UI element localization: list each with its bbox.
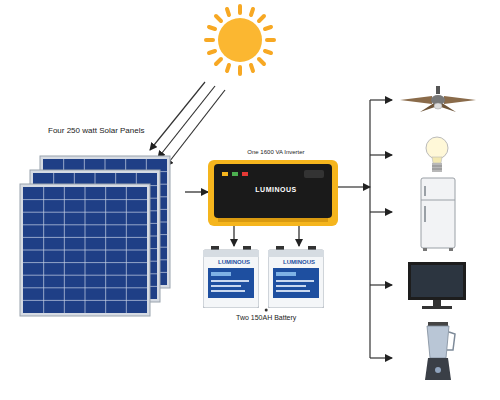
battery-node: LUMINOUS xyxy=(203,246,265,308)
part-label: Two 150AH Battery xyxy=(236,314,296,321)
brand-name: LUMINOUS xyxy=(208,186,344,193)
battery-body xyxy=(268,246,324,308)
solar-panel-array xyxy=(10,126,185,322)
blender xyxy=(425,322,455,380)
inverter-body xyxy=(208,160,338,226)
sun xyxy=(206,6,274,74)
connector-arrow xyxy=(233,226,234,246)
sun-rays xyxy=(150,82,225,166)
inverter-heading: One 1600 VA Inverter xyxy=(208,148,344,158)
brand-name: LUMINOUS xyxy=(203,258,265,266)
connector-arrow xyxy=(298,226,299,246)
inverter-node: One 1600 VA InverterLUMINOUS xyxy=(208,148,344,226)
television xyxy=(408,262,466,309)
brand-name: LUMINOUS xyxy=(268,258,330,266)
ceiling-fan xyxy=(400,86,476,112)
output-bus xyxy=(338,100,392,358)
battery-body xyxy=(203,246,259,308)
leader-dot xyxy=(265,309,268,312)
battery-node: LUMINOUS xyxy=(268,246,330,308)
refrigerator xyxy=(421,178,455,251)
panels-node: Four 250 watt Solar Panels xyxy=(10,126,185,322)
light-bulb xyxy=(426,137,448,172)
panel-heading: Four 250 watt Solar Panels xyxy=(48,126,185,136)
connector-arrow xyxy=(185,191,208,192)
